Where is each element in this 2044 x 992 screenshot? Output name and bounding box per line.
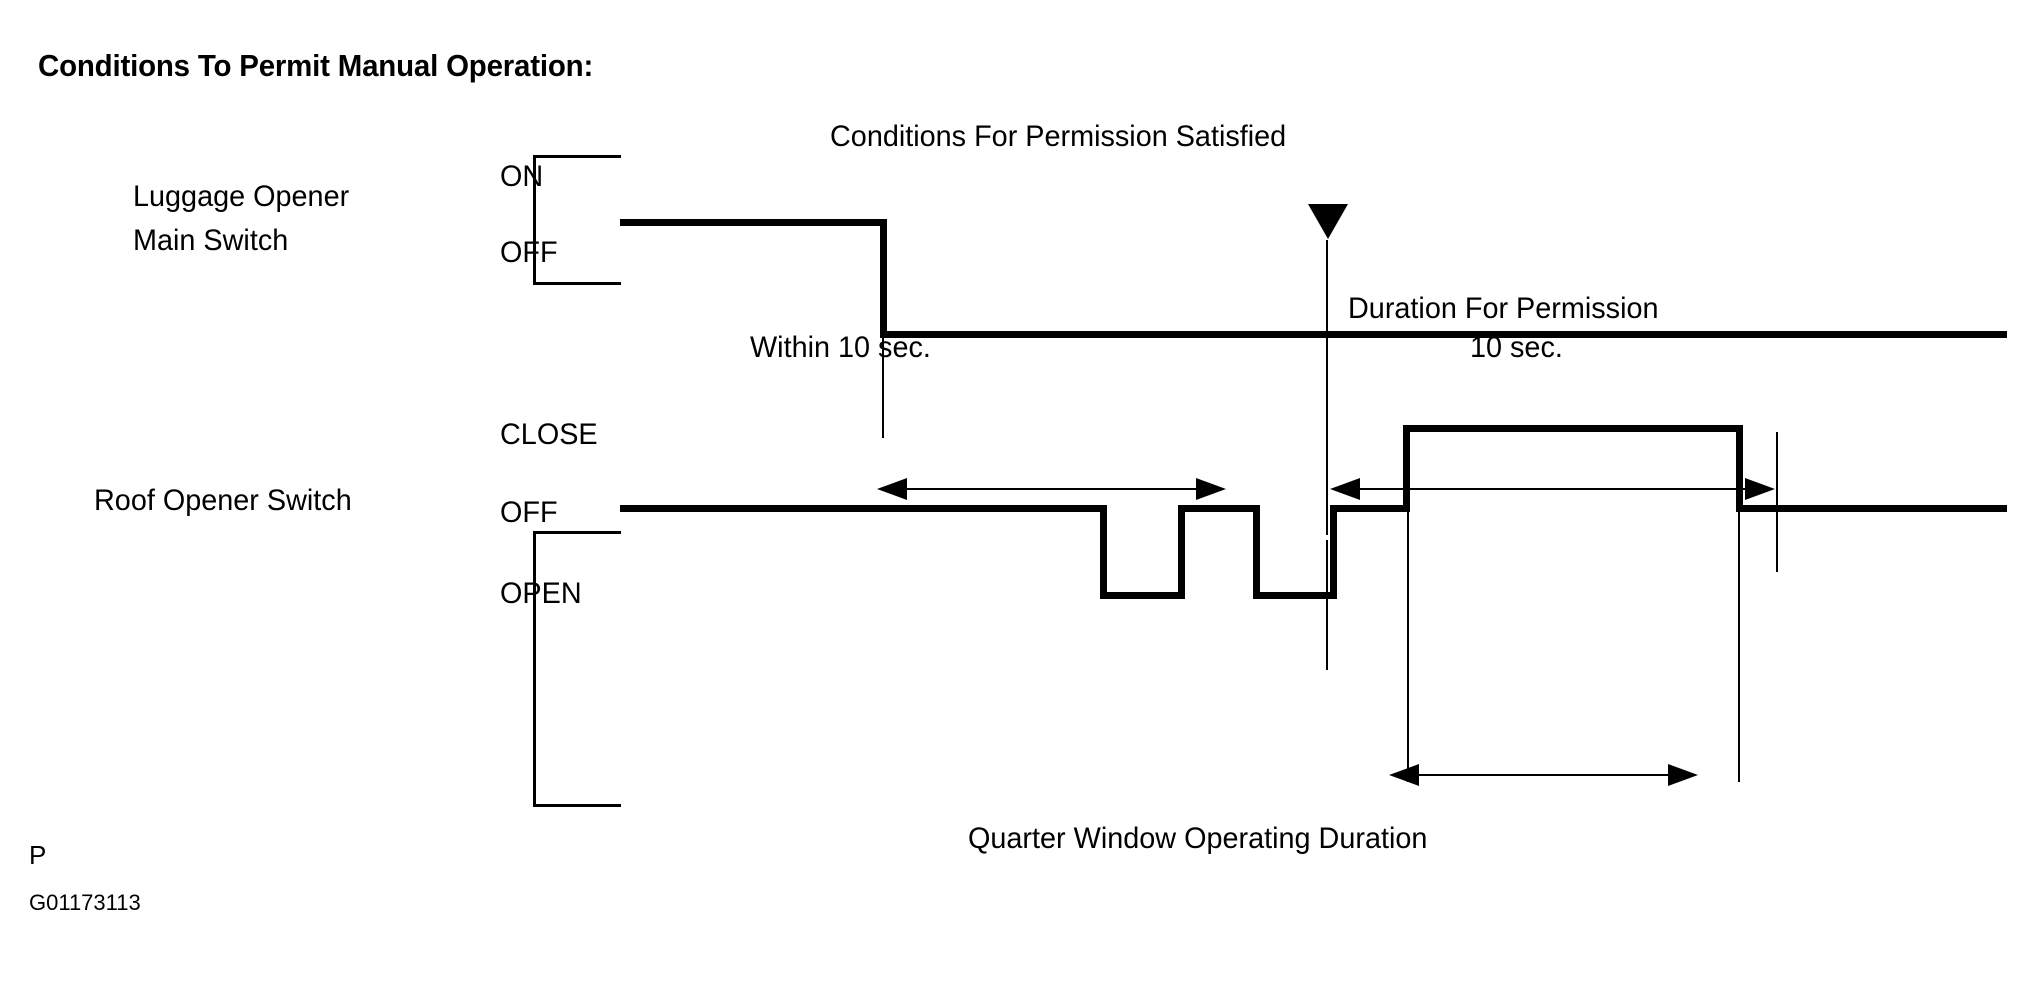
waveform-roof-off-3 — [1330, 505, 1409, 512]
bracket-luggage-bottom — [533, 282, 621, 285]
bracket-roof-bottom — [533, 804, 621, 807]
state-label-close: CLOSE — [500, 418, 598, 451]
duration-value-label: 10 sec. — [1470, 331, 1563, 364]
reference-line-quarter-end — [1738, 512, 1740, 782]
quarter-arrow-head-right — [1668, 764, 1698, 786]
waveform-luggage-on-segment — [620, 219, 887, 226]
waveform-roof-open-2 — [1253, 592, 1336, 599]
bracket-luggage-top — [533, 155, 621, 158]
signal-label-roof-line1: Roof Opener Switch — [94, 484, 352, 517]
waveform-roof-edge-down-2 — [1253, 505, 1260, 599]
reference-line-event-lower — [1326, 540, 1328, 670]
event-marker-label: Conditions For Permission Satisfied — [830, 120, 1287, 153]
reference-line-switch-off — [882, 338, 884, 438]
within-arrow-line — [890, 488, 1210, 490]
bracket-roof-top — [533, 531, 621, 534]
state-label-on: ON — [500, 160, 544, 193]
waveform-roof-edge-up-1 — [1178, 505, 1185, 599]
waveform-roof-off-4 — [1736, 505, 2007, 512]
duration-arrow-line — [1345, 488, 1755, 490]
page-mark: P — [29, 840, 47, 870]
state-label-open: OPEN — [500, 577, 582, 610]
bracket-roof-spine — [533, 531, 536, 807]
state-label-off-luggage: OFF — [500, 236, 558, 269]
waveform-luggage-falling-edge — [880, 219, 887, 338]
waveform-roof-off-2 — [1178, 505, 1260, 512]
waveform-roof-edge-down-1 — [1100, 505, 1107, 599]
waveform-roof-open-1 — [1100, 592, 1185, 599]
reference-line-duration-end — [1776, 432, 1778, 572]
waveform-luggage-off-segment — [880, 331, 2007, 338]
duration-arrow-head-right — [1745, 478, 1775, 500]
waveform-roof-edge-up-2 — [1330, 505, 1337, 599]
within-10sec-label: Within 10 sec. — [750, 331, 931, 364]
state-label-off-roof: OFF — [500, 496, 558, 529]
quarter-arrow-line — [1402, 774, 1682, 776]
waveform-roof-off-1 — [620, 505, 1107, 512]
duration-arrow-head-left — [1330, 478, 1360, 500]
reference-line-quarter-start — [1407, 512, 1409, 782]
quarter-window-label: Quarter Window Operating Duration — [968, 822, 1428, 855]
triangle-down-icon — [1293, 173, 1348, 239]
waveform-roof-close — [1403, 425, 1743, 432]
figure-id: G01173113 — [29, 890, 141, 915]
page-title: Conditions To Permit Manual Operation: — [38, 48, 594, 83]
waveform-roof-edge-down-close — [1736, 425, 1743, 512]
bracket-luggage-spine — [533, 155, 536, 285]
signal-label-luggage-line2: Main Switch — [133, 224, 289, 257]
within-arrow-head-left — [877, 478, 907, 500]
quarter-arrow-head-left — [1389, 764, 1419, 786]
waveform-roof-edge-up-close — [1403, 425, 1410, 512]
duration-title-label: Duration For Permission — [1348, 292, 1659, 325]
signal-label-luggage-line1: Luggage Opener — [133, 180, 350, 213]
within-arrow-head-right — [1196, 478, 1226, 500]
reference-line-event-upper — [1326, 240, 1328, 535]
